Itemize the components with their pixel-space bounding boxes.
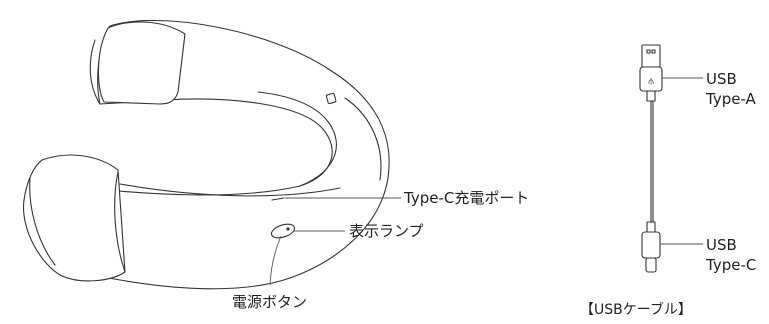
power-button-leader bbox=[269, 235, 282, 286]
usb-c-plug-tip bbox=[645, 257, 657, 273]
usb-a-pin-1 bbox=[646, 49, 651, 54]
charge-port-label: Type-C充電ポート bbox=[404, 189, 530, 207]
power-button-icon bbox=[270, 223, 296, 239]
upper-pad-edge bbox=[89, 39, 101, 105]
band-seam bbox=[119, 183, 341, 197]
usb-trident-icon: ⫛ bbox=[648, 77, 654, 87]
indicator-lamp-label: 表示ランプ bbox=[349, 222, 424, 240]
usb-a-pin-2 bbox=[651, 49, 656, 54]
lower-pad-edge bbox=[29, 177, 56, 266]
usb-a-strain-relief bbox=[646, 90, 656, 102]
lower-pad bbox=[23, 154, 126, 282]
lower-pad-seam bbox=[114, 171, 126, 273]
cable-caption: 【USBケーブル】 bbox=[580, 302, 692, 318]
usb-c-label: USB Type-C bbox=[706, 236, 757, 274]
usb-c-housing bbox=[641, 231, 661, 259]
indicator-lamp-icon bbox=[286, 227, 290, 231]
power-button-label: 電源ボタン bbox=[232, 293, 308, 311]
band-inner-edge bbox=[257, 91, 337, 187]
usb-a-plug-tip bbox=[641, 44, 661, 68]
band-outer-edge bbox=[344, 97, 382, 181]
neck-fan-device bbox=[23, 19, 390, 290]
usb-cable: ⫛ bbox=[639, 44, 663, 273]
upper-sensor-icon bbox=[325, 92, 337, 105]
upper-pad bbox=[97, 21, 186, 105]
type-c-port-icon bbox=[271, 197, 285, 201]
usb-a-label: USB Type-A bbox=[706, 70, 756, 108]
usb-c-strain-relief bbox=[646, 221, 656, 233]
